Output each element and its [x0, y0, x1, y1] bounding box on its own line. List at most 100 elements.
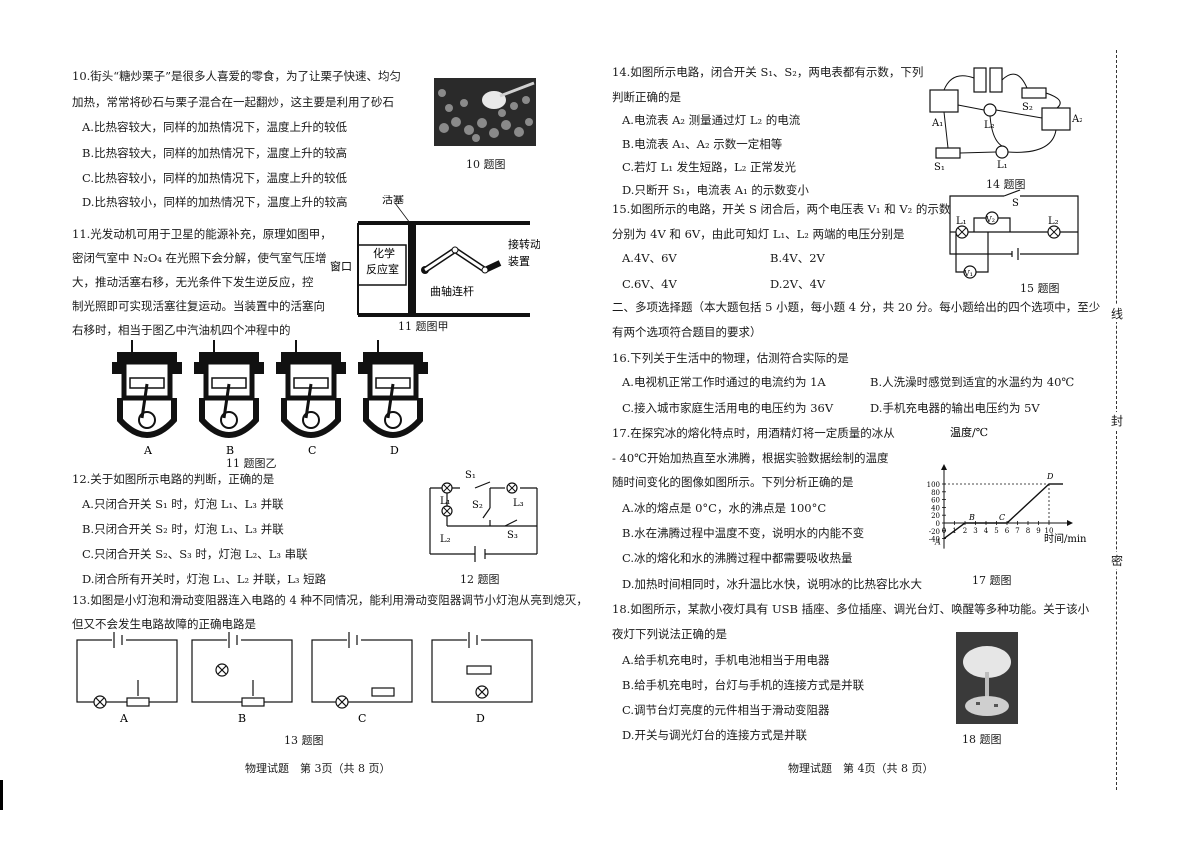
q17-option-b[interactable]: B.水在沸腾过程中温度不变，说明水的内能不变	[622, 526, 865, 540]
q10-option-a[interactable]: A.比热容较大，同样的加热情况下，温度上升的较低	[82, 120, 347, 134]
chart-x-arrow	[1067, 520, 1073, 526]
q12-label-s3: S₃	[507, 530, 518, 541]
q14-label-a2: A₂	[1071, 114, 1082, 125]
q12-label-s1: S₁	[465, 470, 476, 481]
q11-stem-line5: 右移时，相当于图乙中汽油机四个冲程中的	[72, 323, 291, 337]
q10-option-c[interactable]: C.比热容较小，同样的加热情况下，温度上升的较低	[82, 171, 348, 185]
q10-stem-line1: 10.街头“糖炒栗子”是很多人喜爱的零食，为了让栗子快速、均匀	[72, 69, 402, 83]
chart-x-tick-label: 6	[1005, 527, 1010, 535]
q13-stem-line2: 但又不会发生电路故障的正确电路是	[72, 617, 256, 631]
q11-caption-a: 11 题图甲	[398, 320, 449, 333]
q18-option-a[interactable]: A.给手机充电时，手机电池相当于用电器	[622, 653, 830, 667]
q17-option-c[interactable]: C.冰的熔化和水的沸腾过程中都需要吸收热量	[622, 551, 853, 565]
q13-label-c: C	[358, 712, 366, 725]
q14-label-s2: S₂	[1022, 102, 1033, 113]
chart-ylabel: 温度/℃	[950, 425, 988, 439]
q17-option-a[interactable]: A.冰的熔点是 0°C，水的沸点是 100°C	[622, 501, 827, 515]
left-page-footer: 物理试题 第 3页（共 8 页）	[245, 762, 391, 775]
q12-option-d[interactable]: D.闭合所有开关时，灯泡 L₁、L₂ 并联，L₃ 短路	[82, 572, 327, 586]
q13-label-d: D	[476, 712, 485, 725]
q14-label-a1: A₁	[931, 118, 943, 129]
q18-option-b[interactable]: B.给手机充电时，台灯与手机的连接方式是并联	[622, 678, 865, 692]
right-page-footer: 物理试题 第 4页（共 8 页）	[788, 762, 934, 775]
q11-engine-label-a: A	[143, 444, 153, 457]
q15-label-l1: L₁	[956, 216, 967, 227]
q15-stem-line1: 15.如图所示的电路，开关 S 闭合后，两个电压表 V₁ 和 V₂ 的示数	[612, 202, 951, 216]
q15-option-b[interactable]: B.4V、2V	[770, 251, 825, 265]
q17-option-d[interactable]: D.加热时间相同时，冰升温比水快，说明冰的比热容比水大	[622, 577, 922, 591]
chart-point-label: A	[934, 538, 941, 547]
binding-char-xian: 线	[1108, 305, 1126, 322]
q18-stem-line1: 18.如图所示，某款小夜灯具有 USB 插座、多位插座、调光台灯、唤醒等多种功能…	[612, 602, 1090, 616]
q16-option-b[interactable]: B.人洗澡时感觉到适宜的水温约为 40℃	[870, 375, 1075, 389]
q14-option-d[interactable]: D.只断开 S₁，电流表 A₁ 的示数变小	[622, 183, 809, 197]
chart-x-tick-label: 10	[1045, 527, 1054, 535]
q13-stem-line1: 13.如图是小灯泡和滑动变阻器连入电路的 4 种不同情况，能利用滑动变阻器调节小…	[72, 593, 588, 607]
q14-option-c[interactable]: C.若灯 L₁ 发生短路，L₂ 正常发光	[622, 160, 797, 174]
q15-label-v2: V₂	[985, 215, 995, 224]
q15-option-d[interactable]: D.2V、4V	[770, 277, 826, 291]
q15-caption: 15 题图	[1020, 282, 1060, 295]
chart-y-tick-label: 40	[931, 504, 940, 512]
q15-option-a[interactable]: A.4V、6V	[622, 251, 677, 265]
binding-char-mi: 密	[1108, 552, 1126, 569]
q11-stem-line3: 大，推动活塞右移，无光条件下发生逆反应，控	[72, 275, 314, 289]
q11-fig-chem-label1: 化学	[373, 246, 395, 260]
q13-label-b: B	[238, 712, 246, 725]
q14-circuit-figure: A₁ A₂ L₁ L₂ S₁ S₂	[922, 60, 1083, 180]
q15-label-s: S	[1012, 198, 1019, 209]
q11-stem-line4: 制光照即可实现活塞往复运动。当装置中的活塞向	[72, 299, 325, 313]
chart-xlabel: 时间/min	[1044, 532, 1087, 545]
section2-heading-line1: 二、多项选择题（本大题包括 5 小题，每小题 4 分，共 20 分。每小题给出的…	[612, 300, 1101, 314]
q14-label-l2: L₂	[984, 120, 995, 131]
q13-label-a: A	[119, 712, 129, 725]
q18-option-c[interactable]: C.调节台灯亮度的元件相当于滑动变阻器	[622, 703, 830, 717]
q16-option-a[interactable]: A.电视机正常工作时通过的电流约为 1A	[622, 375, 826, 389]
q11-engine-label-b: B	[226, 444, 234, 457]
q14-option-a[interactable]: A.电流表 A₂ 测量通过灯 L₂ 的电流	[622, 113, 801, 127]
q11-caption-b: 11 题图乙	[226, 457, 277, 470]
q11-engine-label-c: C	[308, 444, 316, 457]
q11-stem-line1: 11.光发动机可用于卫星的能源补充，原理如图甲，	[72, 227, 332, 241]
q10-stem-line2: 加热，常常将砂石与栗子混合在一起翻炒，这主要是利用了砂石	[72, 95, 394, 109]
q16-option-d[interactable]: D.手机充电器的输出电压约为 5V	[870, 401, 1040, 415]
q12-option-c[interactable]: C.只闭合开关 S₂、S₃ 时，灯泡 L₂、L₃ 串联	[82, 547, 308, 561]
scan-edge-mark	[0, 780, 3, 810]
section2-heading-line2: 有两个选项符合题目的要求）	[612, 325, 762, 339]
q15-label-l2: L₂	[1048, 216, 1059, 227]
chart-x-tick-label: 2	[963, 527, 967, 535]
q18-caption: 18 题图	[962, 733, 1002, 746]
q10-option-d[interactable]: D.比热容较小，同样的加热情况下，温度上升的较高	[82, 195, 348, 209]
q15-stem-line2: 分别为 4V 和 6V，由此可知灯 L₁、L₂ 两端的电压分别是	[612, 227, 905, 241]
q12-label-s2: S₂	[472, 500, 483, 511]
q12-caption: 12 题图	[460, 573, 500, 586]
q11-stem-line2: 密闭气室中 N₂O₄ 在光照下会分解，使气室气压增	[72, 251, 327, 265]
q11-fig-crank-label: 曲轴连杆	[430, 284, 474, 298]
q15-circuit-figure: S L₁ L₂ V₂ V₁	[940, 188, 1090, 280]
chart-x-tick-label: 8	[1026, 527, 1030, 535]
q17-stem-line2: - 40℃开始加热直至水沸腾，根据实验数据绘制的温度	[612, 451, 889, 465]
chart-point-label: D	[1046, 472, 1054, 481]
q14-label-l1: L₁	[997, 160, 1008, 171]
chart-series-line	[943, 483, 1050, 540]
q13-circuit-figure: A B C D	[72, 630, 552, 725]
q16-option-c[interactable]: C.接入城市家庭生活用电的电压约为 36V	[622, 401, 834, 415]
q14-option-b[interactable]: B.电流表 A₁、A₂ 示数一定相等	[622, 137, 783, 151]
q10-option-b[interactable]: B.比热容较大，同样的加热情况下，温度上升的较高	[82, 146, 348, 160]
q15-option-c[interactable]: C.6V、4V	[622, 277, 677, 291]
q12-label-l1: L₁	[440, 496, 451, 507]
q18-nightlight-photo	[956, 632, 1018, 724]
binding-margin: 线 封 密	[1108, 50, 1126, 790]
q12-option-b[interactable]: B.只闭合开关 S₂ 时，灯泡 L₁、L₃ 并联	[82, 522, 284, 536]
q11-fig-chem-label2: 反应室	[366, 262, 399, 276]
q14-caption: 14 题图	[986, 178, 1026, 191]
q11-fig-piston-label: 活塞	[382, 195, 404, 206]
q12-label-l3: L₃	[513, 498, 524, 509]
chart-x-tick-label: 9	[1036, 527, 1040, 535]
q11-fig-window-label: 窗口	[330, 259, 352, 273]
q17-stem-line1: 17.在探究冰的熔化特点时，用酒精灯将一定质量的冰从	[612, 426, 895, 440]
q12-option-a[interactable]: A.只闭合开关 S₁ 时，灯泡 L₁、L₃ 并联	[82, 497, 284, 511]
q18-option-d[interactable]: D.开关与调光灯台的连接方式是并联	[622, 728, 807, 742]
